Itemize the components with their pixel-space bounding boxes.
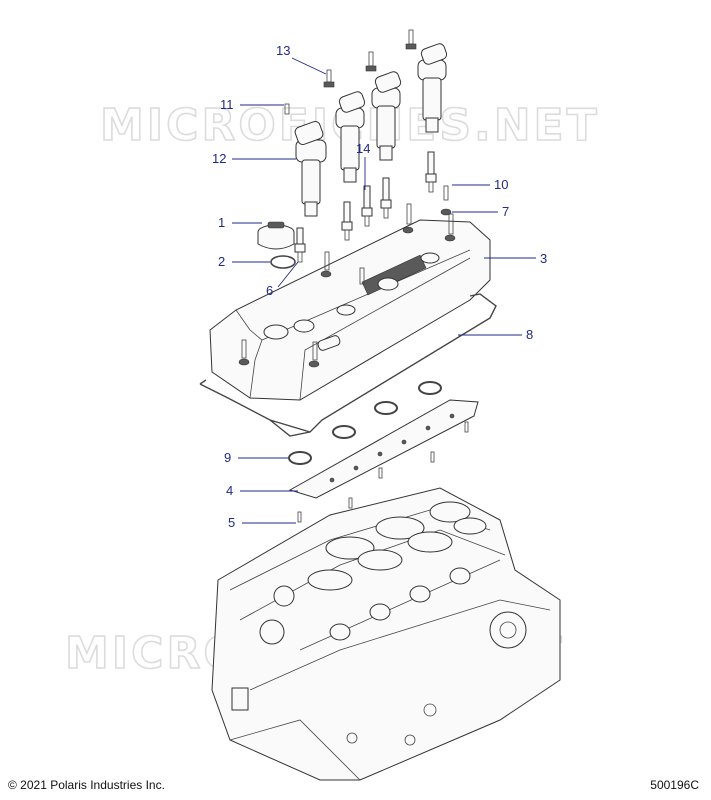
cylinder-head-engine-block xyxy=(211,487,561,781)
callout-label-8: 8 xyxy=(526,327,533,342)
callout-7: 7 xyxy=(452,204,509,219)
callout-label-7: 7 xyxy=(502,204,509,219)
callout-label-11: 11 xyxy=(220,97,234,112)
ignition-coil-1 xyxy=(294,121,327,217)
copyright-text: © 2021 Polaris Industries Inc. xyxy=(8,778,165,792)
callout-8: 8 xyxy=(458,327,533,342)
o-ring xyxy=(270,255,296,269)
callout-13: 13 xyxy=(276,43,327,75)
valve-cover-bolts xyxy=(241,185,454,361)
ignition-coil-4 xyxy=(417,43,448,133)
callout-label-1: 1 xyxy=(218,215,225,230)
callout-label-9: 9 xyxy=(224,450,231,465)
valve-cover-gasket xyxy=(199,293,497,437)
callout-10: 10 xyxy=(452,177,508,192)
spark-plugs xyxy=(294,151,437,263)
callout-2: 2 xyxy=(218,254,270,269)
callout-label-6: 6 xyxy=(266,283,273,298)
callout-3: 3 xyxy=(484,251,547,266)
callout-label-3: 3 xyxy=(540,251,547,266)
callout-label-14: 14 xyxy=(356,141,370,156)
callout-1: 1 xyxy=(218,215,262,230)
oil-filler-cap xyxy=(257,221,295,250)
cam-gasket xyxy=(288,399,479,499)
callout-11: 11 xyxy=(220,97,284,112)
callout-label-4: 4 xyxy=(226,483,233,498)
coil-bolt-top xyxy=(284,29,417,115)
callout-label-5: 5 xyxy=(228,515,235,530)
drawing-number: 500196C xyxy=(650,778,699,792)
callout-12: 12 xyxy=(212,151,296,166)
callout-14: 14 xyxy=(356,141,370,190)
small-bolts xyxy=(297,421,469,523)
valve-cover xyxy=(209,219,491,401)
ignition-coil-3 xyxy=(371,71,402,161)
ignition-coil-2 xyxy=(335,91,366,183)
callout-4: 4 xyxy=(226,483,298,498)
callout-label-12: 12 xyxy=(212,151,226,166)
callout-9: 9 xyxy=(224,450,288,465)
callout-label-2: 2 xyxy=(218,254,225,269)
callout-label-13: 13 xyxy=(276,43,290,58)
callout-6: 6 xyxy=(266,261,299,298)
callout-5: 5 xyxy=(228,515,296,530)
callout-label-10: 10 xyxy=(494,177,508,192)
